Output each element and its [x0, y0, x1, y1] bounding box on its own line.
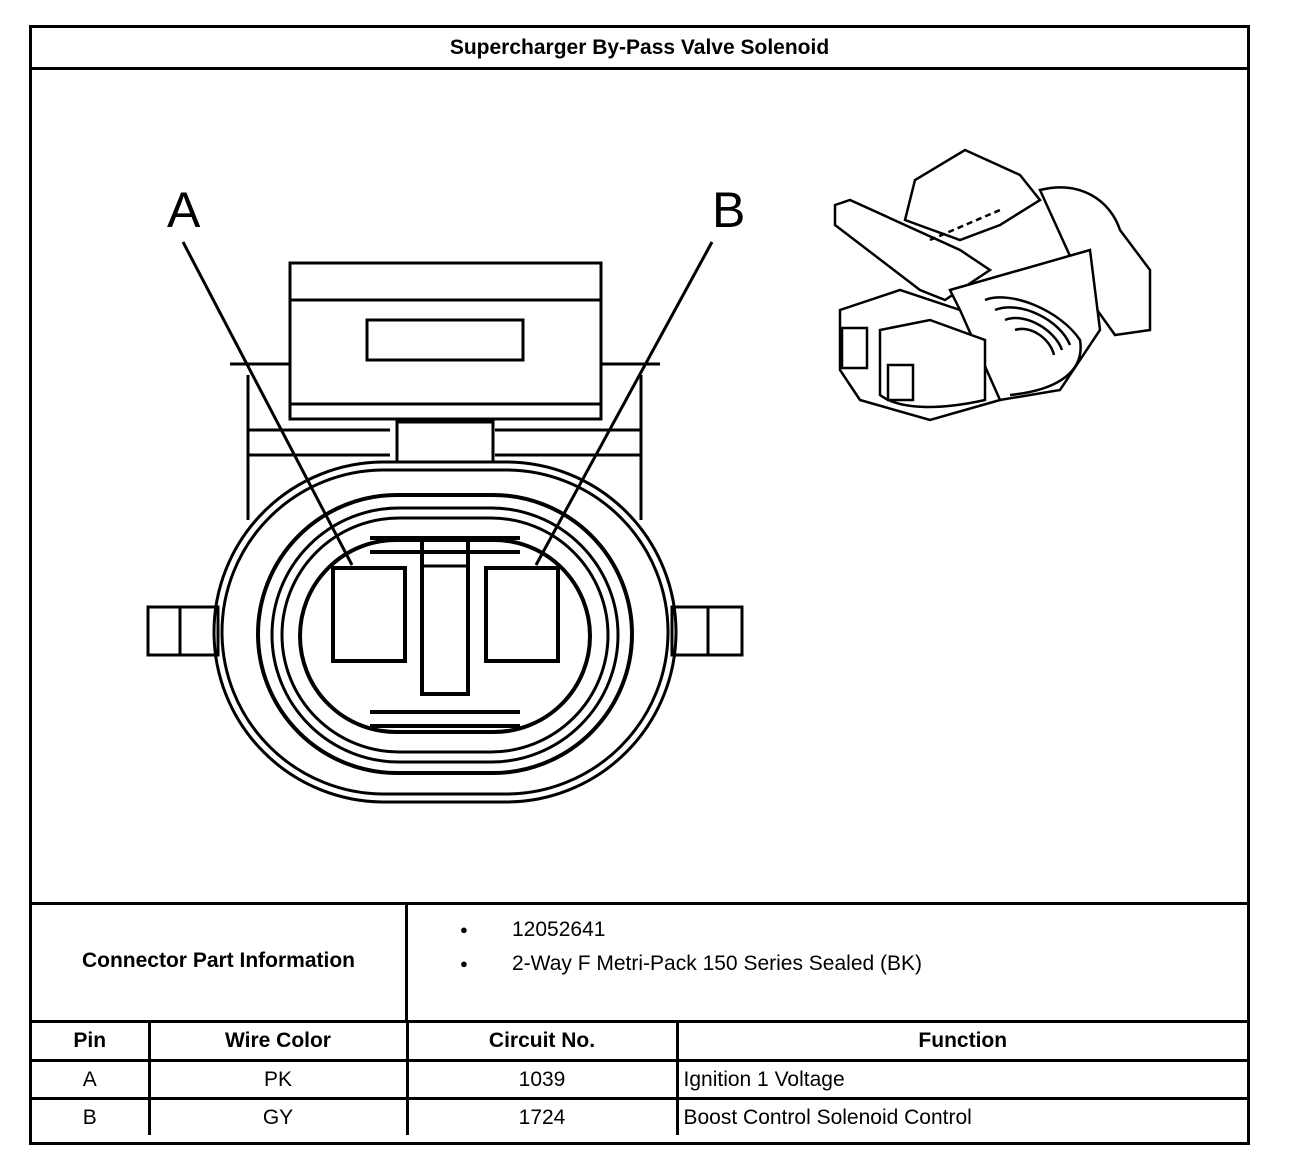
part-number: 12052641	[408, 913, 922, 947]
terminal-b	[484, 566, 560, 663]
header-function: Function	[675, 1023, 1247, 1062]
table-header-row: Pin Wire Color Circuit No. Function	[32, 1023, 1247, 1062]
part-info-label: Connector Part Information	[32, 905, 408, 1020]
header-circuit-no: Circuit No.	[405, 1023, 679, 1062]
terminal-a	[331, 566, 407, 663]
header-pin: Pin	[32, 1023, 151, 1062]
pin-b-leader	[534, 241, 714, 566]
cell-function: Boost Control Solenoid Control	[675, 1097, 1247, 1135]
outer-shell	[212, 460, 678, 804]
pin-a-leader	[181, 241, 354, 566]
pin-label-b: B	[712, 182, 745, 238]
connector-isometric-icon	[833, 148, 1152, 422]
table-row: B GY 1724 Boost Control Solenoid Control	[32, 1097, 1247, 1135]
latch-window	[365, 318, 525, 362]
connector-face-icon	[146, 241, 744, 804]
connector-part-information: Connector Part Information 12052641 2-Wa…	[32, 905, 1247, 1023]
center-tab	[395, 420, 495, 464]
center-key	[420, 538, 470, 696]
cell-circuit-no: 1039	[405, 1059, 679, 1100]
connector-face-view: A B	[146, 148, 1152, 804]
connector-sheet: Supercharger By-Pass Valve Solenoid	[29, 25, 1250, 1145]
pin-table: Pin Wire Color Circuit No. Function A PK…	[32, 1023, 1247, 1135]
latch-block	[288, 261, 603, 421]
connector-description: 2-Way F Metri-Pack 150 Series Sealed (BK…	[408, 947, 922, 981]
cell-function: Ignition 1 Voltage	[675, 1059, 1247, 1100]
cell-pin: A	[32, 1059, 151, 1100]
cell-wire-color: GY	[147, 1097, 409, 1135]
cell-pin: B	[32, 1097, 151, 1135]
header-wire-color: Wire Color	[147, 1023, 409, 1062]
cell-circuit-no: 1724	[405, 1097, 679, 1135]
cell-wire-color: PK	[147, 1059, 409, 1100]
part-info-list: 12052641 2-Way F Metri-Pack 150 Series S…	[408, 913, 922, 981]
pin-label-a: A	[167, 182, 201, 238]
table-row: A PK 1039 Ignition 1 Voltage	[32, 1059, 1247, 1100]
diagram-title: Supercharger By-Pass Valve Solenoid	[32, 28, 1247, 70]
diagram-area: A B	[32, 70, 1247, 905]
left-ear	[146, 605, 220, 657]
